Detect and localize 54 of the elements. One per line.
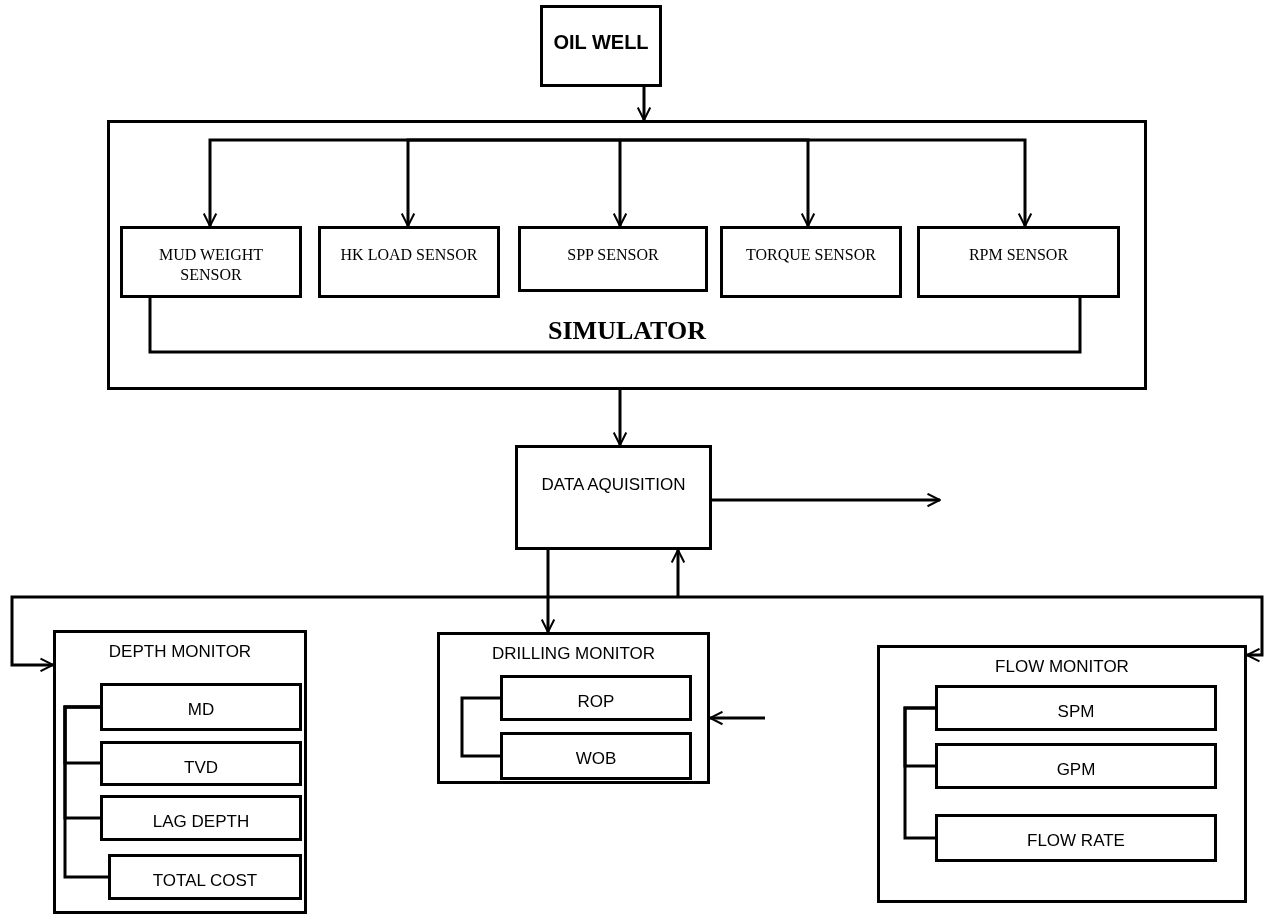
node-label: WOB	[574, 748, 618, 770]
parameter-box	[100, 795, 302, 841]
sensor-box	[720, 226, 902, 298]
connector-line	[63, 705, 108, 879]
panel-heading: DEPTH MONITOR	[107, 641, 253, 663]
node-label: DATA AQUISITION	[540, 474, 687, 496]
node-label: LAG DEPTH	[151, 811, 251, 833]
connector-line	[460, 696, 500, 758]
arrow	[10, 595, 1264, 673]
arrow	[400, 138, 620, 227]
sensor-box	[318, 226, 500, 298]
parameter-box	[100, 741, 302, 786]
parameter-box	[108, 854, 302, 900]
sensor-box	[917, 226, 1120, 298]
source-box	[540, 5, 662, 87]
parameter-box	[935, 814, 1217, 862]
parameter-box	[100, 683, 302, 731]
node-label: SPM	[1056, 701, 1096, 723]
monitor-panel	[437, 632, 710, 784]
sensor-box	[120, 226, 302, 298]
arrow	[670, 549, 686, 597]
parameter-box	[500, 675, 692, 721]
node-label: TVD	[183, 757, 219, 779]
node-label: MUD WEIGHT SENSOR	[157, 245, 265, 285]
monitor-panel	[53, 630, 307, 914]
arrow	[636, 87, 652, 121]
parameter-box	[935, 685, 1217, 731]
parameter-box	[500, 732, 692, 780]
node-label: TORQUE SENSOR	[745, 245, 877, 265]
arrow	[540, 550, 556, 633]
node-label: OIL WELL	[552, 30, 650, 55]
node-label: ROP	[576, 691, 616, 713]
node-label: SPP SENSOR	[566, 245, 660, 265]
connector-line	[148, 298, 1082, 354]
process-box	[515, 445, 712, 550]
arrow	[709, 710, 765, 726]
node-label: HK LOAD SENSOR	[339, 245, 479, 265]
panel-heading: FLOW MONITOR	[994, 656, 1130, 678]
arrow	[712, 492, 941, 508]
sensor-box	[518, 226, 708, 292]
arrow	[612, 140, 628, 227]
node-label: RPM SENSOR	[967, 245, 1070, 265]
connector-line	[903, 706, 935, 840]
node-label: FLOW RATE	[1026, 830, 1126, 852]
node-label: MD	[186, 699, 216, 721]
arrow	[612, 390, 628, 446]
panel-heading: DRILLING MONITOR	[490, 643, 657, 665]
node-label: TOTAL COST	[151, 870, 259, 892]
node-label: SIMULATOR	[547, 315, 708, 347]
arrow	[620, 138, 1033, 227]
system-box	[107, 120, 1147, 390]
monitor-panel	[877, 645, 1247, 903]
node-label: GPM	[1055, 759, 1097, 781]
parameter-box	[935, 743, 1217, 789]
